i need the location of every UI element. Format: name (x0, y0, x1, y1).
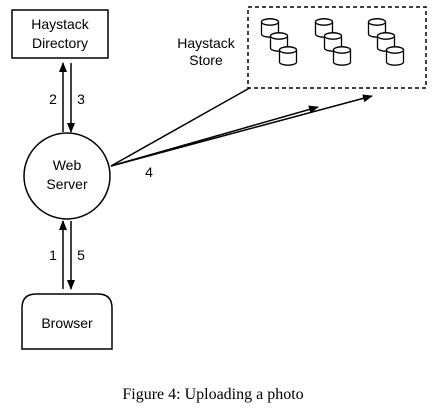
disk-icon (314, 18, 334, 38)
storage-disks (260, 18, 405, 66)
directory-label-line1: Haystack (31, 16, 90, 32)
disk-icon (278, 46, 298, 66)
edge-label-3: 3 (77, 91, 85, 107)
browser-label: Browser (41, 315, 93, 331)
web-server-label-line2: Server (46, 176, 88, 192)
edge-label-2: 2 (49, 91, 57, 107)
arrow-step-4-a (110, 80, 263, 167)
store-label-line2: Store (189, 52, 223, 68)
edge-label-4: 4 (145, 164, 153, 180)
disk-icon (385, 46, 405, 66)
arrow-step-4-c (110, 94, 373, 167)
edge-label-5: 5 (77, 247, 85, 263)
directory-label-line2: Directory (32, 35, 88, 51)
store-label-line1: Haystack (177, 35, 236, 51)
haystack-directory-node: Haystack Directory (11, 9, 109, 59)
disk-icon (269, 32, 289, 52)
disk-icon (376, 32, 396, 52)
web-server-node: Web Server (23, 132, 111, 220)
figure-caption: Figure 4: Uploading a photo (122, 386, 303, 403)
web-server-label-line1: Web (53, 157, 82, 173)
browser-node: Browser (21, 293, 113, 350)
disk-icon (332, 46, 352, 66)
edge-label-1: 1 (49, 247, 57, 263)
